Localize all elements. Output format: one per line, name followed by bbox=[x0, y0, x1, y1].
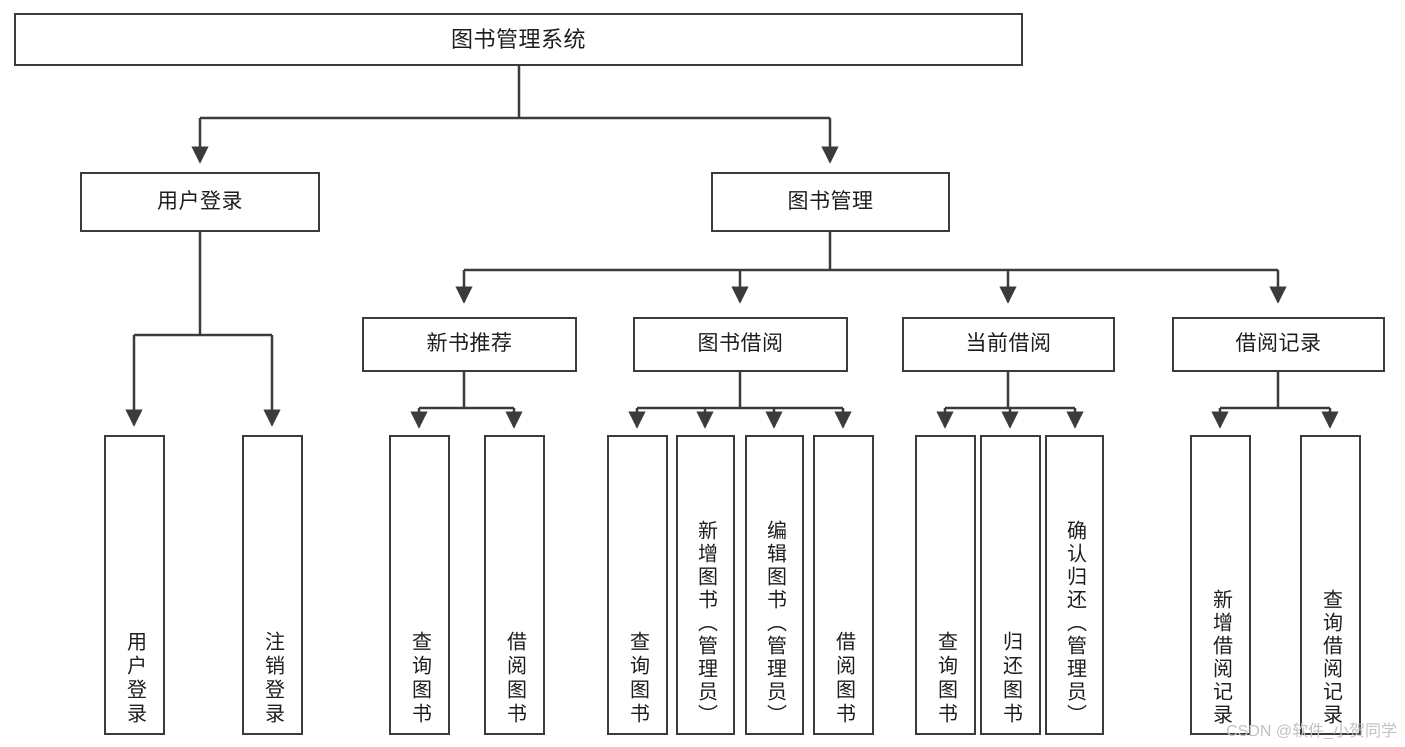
node-book-borrow[interactable]: 图书借阅 bbox=[633, 317, 848, 372]
node-label: 查询图书 bbox=[408, 631, 431, 727]
node-label: 确认归还（管理员） bbox=[1063, 520, 1086, 727]
node-root-system[interactable]: 图书管理系统 bbox=[14, 13, 1023, 66]
leaf-return-book[interactable]: 归还图书 bbox=[980, 435, 1041, 735]
leaf-add-borrow-record[interactable]: 新增借阅记录 bbox=[1190, 435, 1251, 735]
node-label: 当前借阅 bbox=[965, 332, 1052, 356]
leaf-query-book-recommend[interactable]: 查询图书 bbox=[389, 435, 450, 735]
node-label: 借阅图书 bbox=[832, 631, 855, 727]
leaf-edit-book-admin[interactable]: 编辑图书（管理员） bbox=[745, 435, 804, 735]
node-label: 查询图书 bbox=[934, 631, 957, 727]
node-label: 编辑图书（管理员） bbox=[763, 520, 786, 727]
node-label: 新增图书（管理员） bbox=[694, 520, 717, 727]
leaf-borrow-book-recommend[interactable]: 借阅图书 bbox=[484, 435, 545, 735]
node-label: 新书推荐 bbox=[426, 332, 513, 356]
node-new-book-recommend[interactable]: 新书推荐 bbox=[362, 317, 577, 372]
node-label: 用户登录 bbox=[157, 189, 243, 213]
node-book-management[interactable]: 图书管理 bbox=[711, 172, 950, 232]
node-label: 查询图书 bbox=[626, 631, 649, 727]
leaf-logout[interactable]: 注销登录 bbox=[242, 435, 303, 735]
leaf-query-book-current[interactable]: 查询图书 bbox=[915, 435, 976, 735]
node-label: 图书借阅 bbox=[697, 332, 784, 356]
node-label: 归还图书 bbox=[999, 631, 1022, 727]
node-user-login[interactable]: 用户登录 bbox=[80, 172, 320, 232]
leaf-query-book-borrow[interactable]: 查询图书 bbox=[607, 435, 668, 735]
leaf-borrow-book[interactable]: 借阅图书 bbox=[813, 435, 874, 735]
node-label: 用户登录 bbox=[123, 631, 146, 727]
node-label: 注销登录 bbox=[261, 631, 284, 727]
node-label: 图书管理 bbox=[787, 189, 874, 213]
node-label: 查询借阅记录 bbox=[1319, 589, 1342, 727]
leaf-add-book-admin[interactable]: 新增图书（管理员） bbox=[676, 435, 735, 735]
node-label: 图书管理系统 bbox=[450, 26, 586, 52]
node-label: 新增借阅记录 bbox=[1209, 589, 1232, 727]
leaf-query-borrow-record[interactable]: 查询借阅记录 bbox=[1300, 435, 1361, 735]
node-label: 借阅记录 bbox=[1235, 332, 1322, 356]
node-borrow-record[interactable]: 借阅记录 bbox=[1172, 317, 1385, 372]
watermark: CSDN @软件_小贺同学 bbox=[1226, 723, 1397, 740]
leaf-user-login[interactable]: 用户登录 bbox=[104, 435, 165, 735]
node-label: 借阅图书 bbox=[503, 631, 526, 727]
node-current-borrow[interactable]: 当前借阅 bbox=[902, 317, 1115, 372]
leaf-confirm-return-admin[interactable]: 确认归还（管理员） bbox=[1045, 435, 1104, 735]
